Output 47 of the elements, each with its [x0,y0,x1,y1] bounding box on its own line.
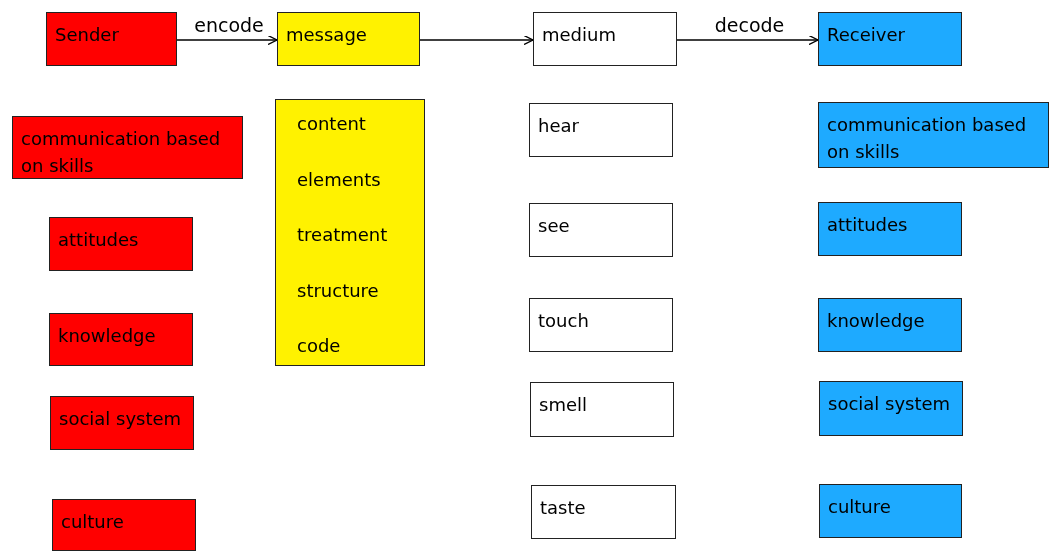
process-box [529,203,673,257]
box-text: taste [540,496,587,520]
box-text: social system [59,407,183,431]
box-text: communication based on skills [827,113,1028,164]
process-box [49,313,193,366]
process-box [530,382,674,437]
box-text: content [297,112,367,136]
box-text: message [286,23,368,47]
box-text: code [297,334,342,358]
box-text: Receiver [827,23,906,47]
process-box [12,116,243,179]
process-box [819,381,963,436]
box-text: culture [61,510,125,534]
box-text: Sender [55,23,120,47]
process-box [275,99,425,366]
box-text: elements [297,167,382,192]
arrow [176,34,278,46]
process-box [531,485,676,539]
process-box [818,102,1049,168]
process-box [46,12,177,66]
box-text: knowledge [58,324,157,348]
box-text: see [538,214,571,238]
box-text: structure [297,278,380,303]
process-box [818,12,962,66]
process-box [818,298,962,352]
arrow [676,34,819,46]
process-box [277,12,420,66]
process-box [819,484,962,538]
box-text: knowledge [827,309,926,333]
box-text: attitudes [58,228,140,252]
box-text: culture [828,495,892,519]
process-box [52,499,196,551]
box-text: smell [539,393,588,417]
box-text: social system [828,392,952,416]
process-box [529,103,673,157]
box-text: touch [538,309,590,333]
process-box [818,202,962,256]
arrow [419,34,534,46]
process-box [529,298,673,352]
box-text: attitudes [827,213,909,237]
box-text: hear [538,114,580,138]
process-box [49,217,193,271]
box-text: communication based on skills [21,127,222,178]
box-text: treatment [297,223,389,247]
process-box [50,396,194,450]
process-box [533,12,677,66]
box-text: medium [542,23,617,47]
